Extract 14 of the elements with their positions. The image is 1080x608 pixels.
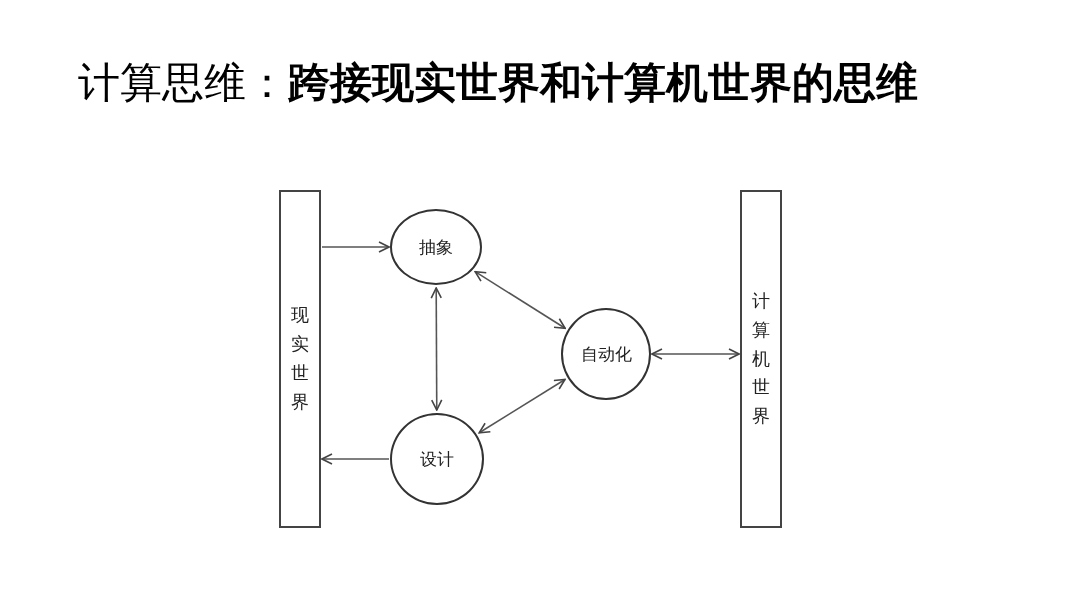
arrow [430,287,443,411]
arrow [474,270,566,330]
node-label: 自动化 [580,342,632,366]
arrow [651,348,740,360]
world-bar [740,190,782,528]
arrow [321,241,390,253]
node-label: 抽象 [419,235,453,259]
arrow [478,378,566,434]
node-label: 设计 [420,447,454,471]
arrow [321,453,390,465]
title: 计算思维：跨接现实世界和计算机世界的思维 [78,58,919,108]
node-label: 现实世界 [291,303,309,414]
world-bar [279,190,321,528]
node-label: 计算机世界 [752,289,770,429]
